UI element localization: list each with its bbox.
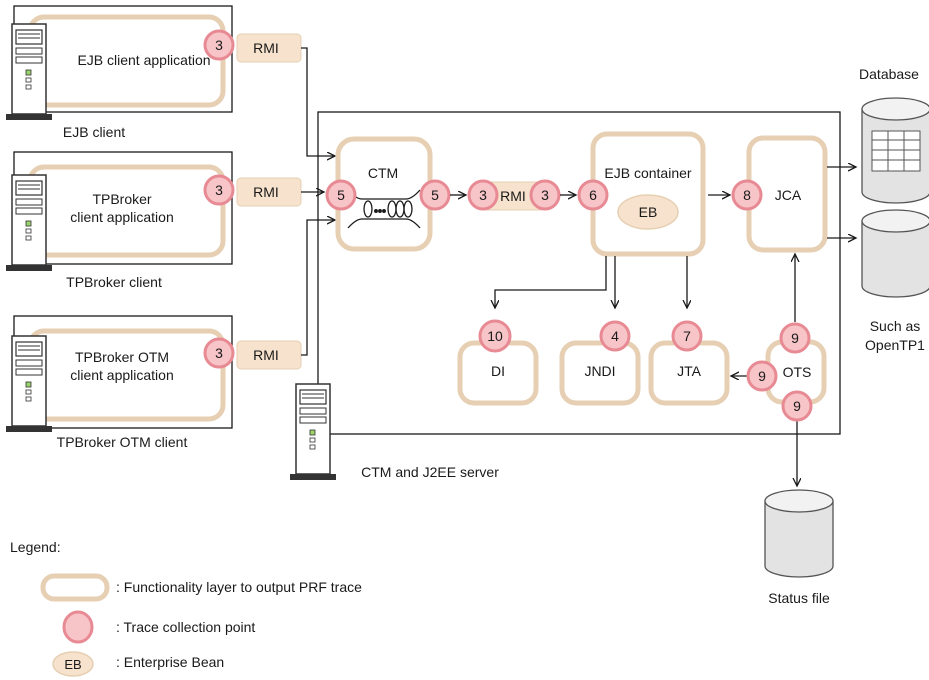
ejb-container-box	[590, 131, 706, 257]
ctm-queue-icon	[347, 189, 421, 229]
trace-point-ejb-label: 6	[589, 187, 597, 203]
trace-point-ejb-client	[203, 29, 235, 61]
trace-point-jta	[671, 320, 703, 352]
tpbroker-client-app-label-1: TPBroker	[92, 191, 151, 207]
ctm-layer: CTM 5 5	[325, 136, 451, 252]
client-connectors	[301, 47, 335, 356]
tpbroker-client-app-label-2: client application	[70, 209, 174, 225]
trace-point-di	[478, 319, 512, 353]
ejb-container: EJB container EB 6	[577, 131, 730, 257]
jndi-layer: JNDI 4	[559, 320, 641, 406]
trace-point-otm-client-label: 3	[215, 345, 223, 361]
tpbroker-client-server-icon	[5, 174, 53, 272]
jndi-label: JNDI	[584, 363, 615, 379]
otm-client-server-icon	[5, 335, 53, 433]
status-file-label: Status file	[768, 590, 830, 606]
otm-client-to-ctm-arrow	[301, 220, 335, 356]
legend-point-symbol	[62, 610, 94, 644]
legend: Legend: : Functionality layer to output …	[10, 539, 362, 677]
trace-point-ejb	[577, 179, 609, 211]
server-rmi: RMI 3 3	[450, 179, 576, 211]
di-label: DI	[491, 363, 505, 379]
ejb-client-rmi-label: RMI	[253, 40, 279, 56]
trace-point-ots-left-label: 9	[758, 368, 766, 384]
trace-point-otm-client	[203, 337, 235, 369]
trace-point-rmi-in-label: 3	[479, 187, 487, 203]
tpbroker-client-rmi-label: RMI	[253, 184, 279, 200]
trace-point-ctm-out	[419, 179, 451, 211]
ejb-client-to-ctm-arrow	[301, 47, 335, 156]
trace-point-ots-top-label: 9	[791, 330, 799, 346]
enterprise-bean-label: EB	[639, 204, 658, 220]
jca-label: JCA	[775, 187, 802, 203]
trace-point-rmi-out-label: 3	[541, 187, 549, 203]
ejb-container-label: EJB container	[604, 165, 691, 181]
trace-point-jca	[731, 179, 763, 211]
trace-point-ctm-in	[325, 179, 357, 211]
trace-point-tpbroker-client-label: 3	[215, 182, 223, 198]
trace-point-rmi-out	[529, 179, 561, 211]
trace-point-ots-top	[779, 322, 811, 354]
jta-label: JTA	[677, 363, 702, 379]
server-caption: CTM and J2EE server	[361, 464, 499, 480]
ots-layer: OTS 9 9 9	[731, 254, 827, 486]
otm-client-app-label-2: client application	[70, 367, 174, 383]
openTP1-cylinder	[861, 209, 929, 298]
trace-point-ots-bottom-label: 9	[793, 398, 801, 414]
otm-client-caption: TPBroker OTM client	[57, 434, 188, 450]
ejb-client-caption: EJB client	[63, 124, 125, 140]
trace-point-ctm-out-label: 5	[431, 187, 439, 203]
enterprise-bean	[617, 194, 679, 230]
trace-point-ots-left	[746, 360, 778, 392]
database-table-icon	[871, 130, 921, 172]
legend-bean-text: : Enterprise Bean	[116, 654, 224, 670]
ejb-service-connectors	[495, 256, 687, 308]
tpbroker-client: TPBroker client application TPBroker cli…	[5, 151, 302, 290]
status-file-cylinder	[764, 489, 834, 578]
jndi-box	[559, 340, 641, 406]
database-label: Database	[859, 66, 919, 82]
ejb-client-server-icon	[5, 23, 53, 121]
trace-point-jndi-label: 4	[611, 328, 619, 344]
legend-bean-symbol	[52, 651, 94, 677]
database-cylinder	[861, 97, 929, 204]
server-machine-icon	[289, 383, 337, 481]
jta-layer: JTA 7	[648, 320, 730, 406]
legend-layer-symbol	[40, 573, 110, 602]
ots-label: OTS	[783, 364, 812, 380]
trace-point-jca-label: 8	[743, 187, 751, 203]
ejb-client: EJB client application EJB client RMI 3	[5, 5, 302, 140]
ctm-label: CTM	[368, 165, 398, 181]
otm-client-app-label-1: TPBroker OTM	[75, 349, 169, 365]
trace-point-di-label: 10	[487, 328, 503, 344]
tpbroker-client-caption: TPBroker client	[66, 274, 162, 290]
legend-layer-text: : Functionality layer to output PRF trac…	[116, 579, 362, 595]
legend-title: Legend:	[10, 539, 61, 555]
server-rmi-label: RMI	[500, 188, 526, 204]
openTP1-label-1: Such as	[870, 318, 921, 334]
ejb-client-app-label: EJB client application	[77, 52, 210, 68]
legend-bean-symbol-label: EB	[64, 657, 81, 672]
tpbroker-otm-client: TPBroker OTM client application TPBroker…	[5, 315, 302, 450]
trace-point-ctm-in-label: 5	[337, 187, 345, 203]
trace-point-ejb-client-label: 3	[215, 37, 223, 53]
legend-point-text: : Trace collection point	[116, 619, 255, 635]
jca-connectors	[827, 167, 856, 238]
jca-layer: JCA 8	[731, 135, 828, 253]
openTP1-label-2: OpenTP1	[865, 337, 925, 353]
trace-point-rmi-in	[467, 179, 499, 211]
ejb-to-di-arrow	[495, 256, 607, 308]
trace-point-jndi	[599, 320, 631, 352]
server-frame	[317, 111, 841, 435]
trace-point-ots-bottom	[781, 390, 813, 422]
trace-point-tpbroker-client	[203, 174, 235, 206]
otm-client-rmi-label: RMI	[253, 347, 279, 363]
di-layer: DI 10	[457, 319, 539, 406]
trace-point-jta-label: 7	[683, 328, 691, 344]
